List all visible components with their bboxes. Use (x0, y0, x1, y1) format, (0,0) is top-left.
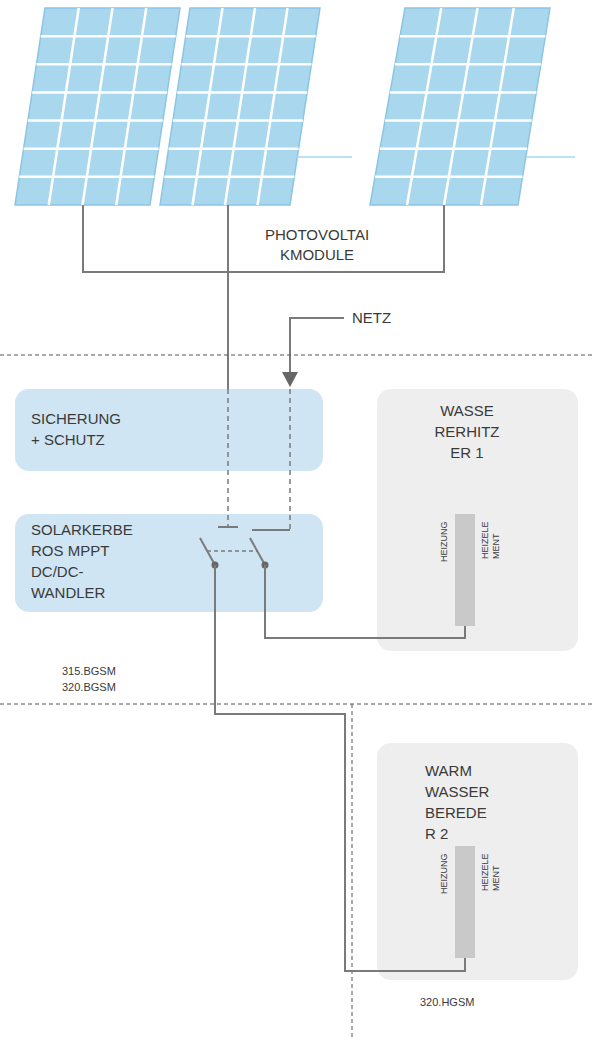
panel-grid (24, 147, 159, 150)
panel-grid (193, 8, 223, 205)
panel-grid (181, 63, 311, 66)
panel-grid (186, 35, 316, 38)
panel-grid (164, 176, 294, 179)
device-title: WASSE RERHITZ ER 1 (433, 400, 501, 463)
part-number: 315.BGSM (62, 664, 119, 678)
panel-grid (225, 8, 255, 205)
panel-frame (370, 8, 550, 205)
panel-grid (32, 91, 167, 94)
mains-feed-dashed (289, 389, 291, 530)
section-divider (0, 704, 592, 705)
switch-link (207, 550, 258, 552)
element-label: HEIZELE MENT (480, 518, 502, 559)
box-shape (15, 514, 323, 612)
element-label: HEIZELE MENT (480, 850, 502, 891)
panel-grid (169, 147, 299, 150)
panel-grid (395, 63, 541, 66)
mains-arrowhead (282, 372, 298, 387)
panel-grid (28, 119, 163, 122)
switch-output (264, 565, 266, 612)
heating-rod (455, 846, 475, 958)
heater-box: HEIZUNG HEIZELE MENT WARM WASSER BEREDE R … (377, 743, 578, 980)
box-shape (15, 389, 323, 471)
panel-grid (385, 119, 532, 122)
element-label: HEIZUNG (439, 518, 450, 562)
panel-grid (400, 35, 545, 38)
box-shape (377, 389, 578, 651)
heating-element: HEIZUNG HEIZELE MENT (420, 514, 510, 626)
switch-contact (252, 529, 290, 531)
module-bus-wire (83, 205, 444, 272)
element-label: HEIZUNG (439, 850, 450, 894)
panel-grid (173, 119, 303, 122)
panel-grid (36, 63, 171, 66)
heating-rod (455, 514, 475, 626)
section-divider (352, 704, 353, 1038)
panel-grid (83, 8, 113, 205)
panel-grid (380, 147, 527, 150)
solar-panel (160, 8, 320, 205)
mains-label: NETZ (352, 309, 395, 327)
panel-frame (160, 8, 320, 205)
solar-panel (15, 8, 180, 205)
panel-edge-line (526, 156, 575, 158)
heating-element: HEIZUNG HEIZELE MENT (420, 846, 510, 958)
panel-grid (19, 176, 154, 179)
panel-grid (177, 91, 307, 94)
module-feed-dashed (227, 389, 229, 527)
device-title: WARM WASSER BEREDE R 2 (425, 760, 493, 844)
switch-contact (218, 526, 238, 528)
switch-output (214, 565, 216, 612)
panel-grid (407, 8, 441, 205)
device-title: SICHERUNG + SCHUTZ (31, 408, 125, 450)
panel-edge-line (297, 156, 352, 158)
fuse-box: SICHERUNG + SCHUTZ (15, 389, 323, 471)
panel-grid (444, 8, 478, 205)
panel-frame (15, 8, 180, 205)
module-feed-wire (227, 205, 229, 389)
panel-grid (41, 35, 176, 38)
module-label: PHOTOVOLTAI KMODULE (263, 225, 371, 265)
power-wire (265, 612, 465, 638)
panel-grid (258, 8, 288, 205)
mains-wire (290, 318, 344, 373)
panel-grid (49, 8, 79, 205)
solar-panel (370, 8, 550, 205)
device-title: SOLARKERBE ROS MPPT DC/DC- WANDLER (31, 519, 136, 603)
panel-grid (116, 8, 146, 205)
heater-box: HEIZUNG HEIZELE MENT WASSE RERHITZ ER 1 (377, 389, 578, 651)
controller-box: SOLARKERBE ROS MPPT DC/DC- WANDLER (15, 514, 323, 612)
panel-grid (481, 8, 514, 205)
part-number: 320.HGSM (420, 995, 478, 1009)
box-shape (377, 743, 578, 980)
section-divider (0, 355, 592, 356)
panel-grid (375, 176, 523, 179)
part-number: 320.BGSM (62, 680, 119, 694)
panel-grid (390, 91, 536, 94)
